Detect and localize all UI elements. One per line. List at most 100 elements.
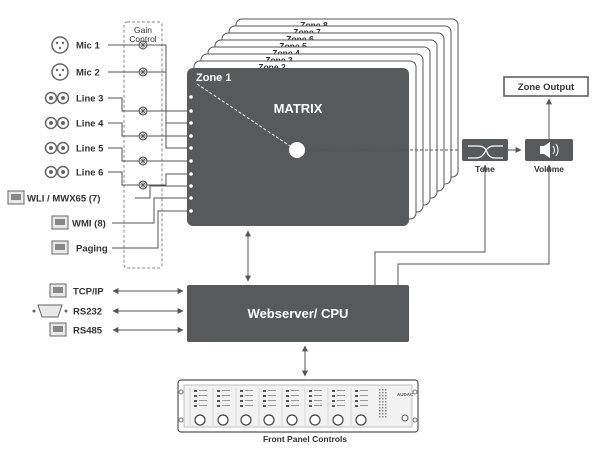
cpu-volume-link	[397, 164, 552, 285]
gain-knob-icon[interactable]	[138, 156, 148, 166]
input-port-dot	[189, 159, 193, 163]
input-port-dot	[189, 172, 193, 176]
input-label: WMI (8)	[72, 219, 106, 230]
rca-icon	[44, 91, 70, 105]
input-item: Line 6	[44, 165, 103, 179]
webserver-cpu-block	[187, 285, 409, 342]
input-wire	[112, 197, 190, 224]
tone-box[interactable]	[462, 139, 508, 161]
matrix-node	[289, 142, 305, 158]
input-list: Mic 1 Mic 2 Line 3 Line 4 Line 5 Line 6 WLI / …	[7, 36, 108, 255]
input-wire	[135, 185, 190, 199]
input-label: Line 5	[76, 144, 104, 155]
control-port-label: RS232	[73, 307, 102, 318]
input-port-dot	[189, 134, 193, 138]
front-panel-label: Front Panel Controls	[263, 434, 347, 444]
gain-knob-icon[interactable]	[138, 180, 148, 190]
input-item: WLI / MWX65 (7)	[7, 190, 100, 205]
input-item: Mic 2	[51, 63, 100, 81]
zone-card-label: Zone 6	[286, 34, 314, 44]
input-label: Line 4	[76, 119, 104, 130]
input-item: WMI (8)	[51, 215, 106, 230]
input-port-dot	[189, 196, 193, 200]
zone-card-label: Zone 5	[279, 41, 307, 51]
input-item: Paging	[51, 240, 108, 255]
gain-control-box	[123, 21, 163, 269]
rca-icon	[44, 116, 70, 130]
control-port-label: TCP/IP	[73, 287, 104, 298]
panel-channel	[235, 388, 253, 426]
zone-card-label: Zone 8	[300, 20, 328, 30]
panel-channel	[350, 388, 368, 426]
rca-icon	[44, 165, 70, 179]
input-wire	[108, 147, 190, 162]
wall-panel-icon	[51, 215, 69, 230]
gain-knob-icon[interactable]	[138, 67, 148, 77]
power-button[interactable]	[401, 414, 409, 422]
zone-card-label: Zone 4	[272, 48, 300, 58]
input-item: Line 5	[44, 141, 104, 155]
input-port-dot	[189, 146, 193, 150]
zone-card-label: Zone 3	[265, 55, 293, 65]
gain-knob-icon[interactable]	[138, 131, 148, 141]
panel-knob-icon[interactable]	[217, 414, 229, 426]
panel-channel	[304, 388, 322, 426]
panel-channel	[281, 388, 299, 426]
control-port-label: RS485	[73, 326, 103, 337]
input-label: Line 6	[76, 168, 103, 179]
panel-channel	[258, 388, 276, 426]
control-port-item: TCP/IP	[49, 283, 184, 298]
wall-panel-icon	[7, 190, 25, 205]
input-wires	[108, 40, 193, 249]
gain-knob-icon[interactable]	[138, 40, 148, 50]
zone-output-label: Zone Output	[518, 82, 575, 93]
input-wire	[108, 171, 190, 186]
rca-icon	[44, 141, 70, 155]
device-brand: AUDAC	[397, 392, 414, 397]
control-port-item: RS232	[32, 304, 184, 318]
zone-card-label: Zone 2	[258, 62, 286, 72]
speaker-icon	[540, 142, 559, 158]
cpu-label: Webserver/ CPU	[248, 306, 349, 321]
input-wire	[108, 71, 190, 124]
input-port-dot	[189, 121, 193, 125]
input-port-dot	[189, 109, 193, 113]
input-item: Line 3	[44, 91, 103, 105]
front-panel-device: AUDAC	[177, 379, 419, 433]
xlr-icon	[51, 36, 69, 54]
panel-knob-icon[interactable]	[355, 414, 367, 426]
db9-icon	[32, 304, 68, 318]
panel-knob-icon[interactable]	[309, 414, 321, 426]
input-label: WLI / MWX65 (7)	[27, 194, 100, 205]
xlr-icon	[51, 63, 69, 81]
input-item: Mic 1	[51, 36, 100, 54]
input-wire	[108, 97, 190, 137]
panel-knob-icon[interactable]	[332, 414, 344, 426]
zone-output-box	[503, 76, 589, 97]
panel-knob-icon[interactable]	[240, 414, 252, 426]
input-port-dot	[189, 95, 193, 99]
panel-knob-icon[interactable]	[263, 414, 275, 426]
cpu-tone-link	[374, 164, 488, 285]
input-wire	[108, 44, 190, 112]
panel-knob-icon[interactable]	[194, 414, 206, 426]
input-label: Mic 2	[76, 68, 100, 79]
tone-curve-icon	[468, 145, 503, 159]
matrix-crosspoint-line	[196, 83, 291, 147]
ethernet-icon	[49, 322, 67, 337]
input-port-dot	[189, 209, 193, 213]
gain-control-label-1: Gain	[134, 25, 152, 35]
control-port-item: RS485	[49, 322, 184, 337]
ethernet-icon	[49, 283, 67, 298]
input-item: Line 4	[44, 116, 104, 130]
zone1-label: Zone 1	[196, 72, 231, 84]
gain-control-label-2: Control	[129, 34, 157, 44]
gain-knob-icon[interactable]	[138, 106, 148, 116]
input-port-dot	[189, 184, 193, 188]
zone-card-label: Zone 7	[293, 27, 321, 37]
panel-knob-icon[interactable]	[286, 414, 298, 426]
paging-icon	[51, 240, 69, 255]
